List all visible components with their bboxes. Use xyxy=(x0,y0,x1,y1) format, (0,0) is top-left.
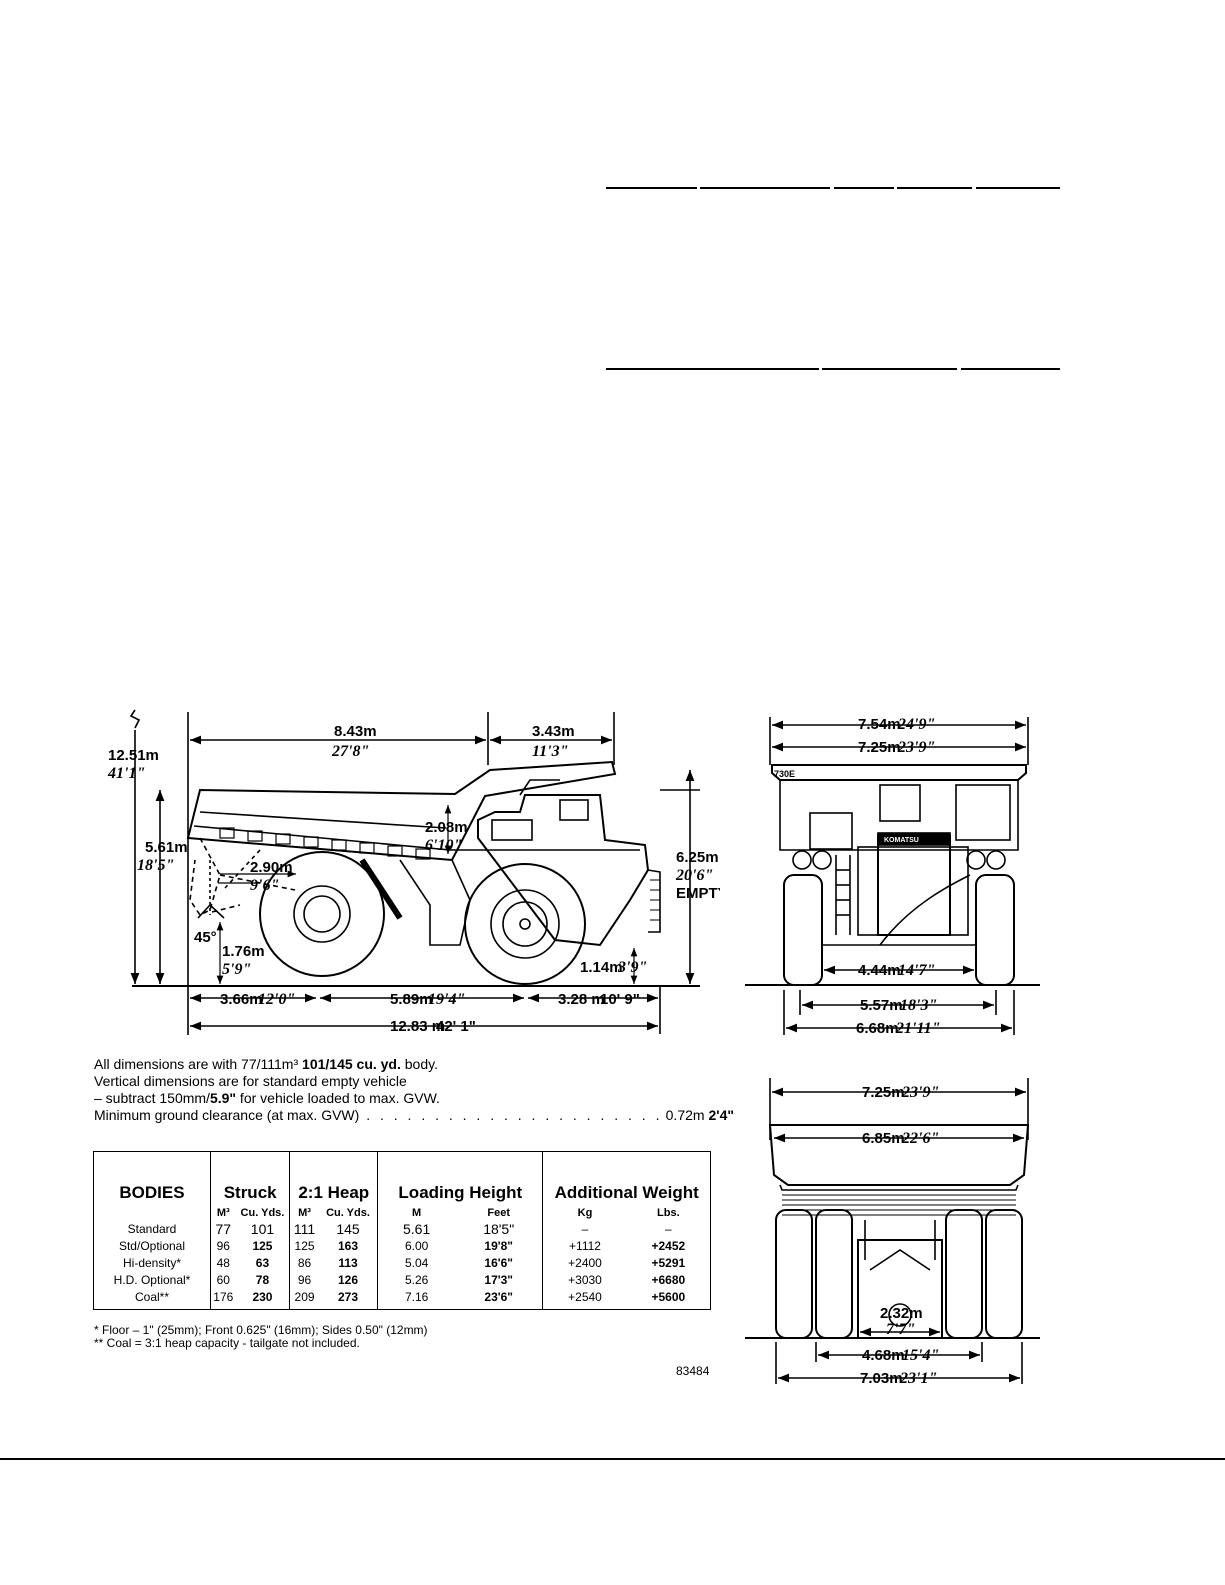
axle-label: 2.32m xyxy=(880,1305,923,1322)
tread-ft-label: 18'3" xyxy=(900,997,937,1014)
body-width-ft-label: 23'9" xyxy=(897,739,935,756)
front-overhang-ft-label: 10' 9" xyxy=(600,991,640,1008)
bodies-table: BODIES Struck 2:1 Heap Loading Height Ad… xyxy=(93,1151,711,1310)
dump-angle-label: 45° xyxy=(194,929,217,946)
note-line-2: Vertical dimensions are for standard emp… xyxy=(94,1073,407,1089)
table-rule xyxy=(897,187,972,189)
table-row: Std/Optional 96 125 125 163 6.00 19'8" +… xyxy=(93,1237,711,1254)
body-length-label: 8.43m xyxy=(334,723,377,740)
dump-clearance-ft-label: 9'6" xyxy=(250,877,279,894)
header-heap: 2:1 Heap xyxy=(289,1151,379,1206)
tire-width-label: 6.68m xyxy=(856,1020,899,1037)
unit-m: M xyxy=(377,1206,456,1220)
axle-ft-label: 7'7" xyxy=(886,1321,915,1338)
footnote-1: * Floor – 1" (25mm); Front 0.625" (16mm)… xyxy=(94,1323,428,1337)
tail-clearance-label: 1.76m xyxy=(222,943,265,960)
overall-length-ft-label: 42' 1" xyxy=(436,1018,476,1035)
tire-width-ft-label: 21'11" xyxy=(895,1020,940,1037)
overall-height-label: 12.51m xyxy=(108,747,159,764)
front-view-drawing: 730E KOMATSU 7.54m 24'9" 7.25m 23'9" 4.4… xyxy=(745,716,1040,1037)
unit-kg: Kg xyxy=(542,1206,627,1220)
wheelbase-label: 5.89m xyxy=(390,991,433,1008)
tread-inner-label: 4.44m xyxy=(858,962,901,979)
footnotes: * Floor – 1" (25mm); Front 0.625" (16mm)… xyxy=(94,1324,428,1350)
wheelbase-ft-label: 19'4" xyxy=(428,991,465,1008)
inner-width-label: 6.85m xyxy=(862,1130,905,1147)
drawing-number: 83484 xyxy=(676,1364,710,1378)
table-rule xyxy=(961,368,1060,370)
table-row: Hi-density* 48 63 86 113 5.04 16'6" +240… xyxy=(93,1254,711,1271)
rear-overhang-label: 3.66m xyxy=(220,991,263,1008)
loading-height-ft-label: 18'5" xyxy=(137,857,174,874)
rear-overhang-ft-label: 12'0" xyxy=(258,991,295,1008)
table-row: Coal** 176 230 209 273 7.16 23'6" +2540 … xyxy=(93,1288,711,1310)
rear-body-width-ft-label: 23'9" xyxy=(901,1084,939,1101)
header-struck: Struck xyxy=(209,1151,291,1206)
header-loading-height: Loading Height xyxy=(377,1151,544,1206)
model-badge: 730E xyxy=(774,769,795,779)
unit-spacer xyxy=(93,1206,211,1220)
header-bodies: BODIES xyxy=(93,1151,211,1206)
overall-height-ft-label: 41'1" xyxy=(107,765,145,782)
bottom-rule xyxy=(0,1458,1225,1460)
overall-width-label: 7.54m xyxy=(858,716,901,733)
table-rule xyxy=(822,368,957,370)
brand-badge: KOMATSU xyxy=(884,837,919,844)
table-row: Standard 77 101 111 145 5.61 18'5" – – xyxy=(93,1220,711,1237)
overall-width-ft-label: 24'9" xyxy=(897,716,935,733)
rear-tread-ft-label: 15'4" xyxy=(902,1347,939,1364)
body-length-ft-label: 27'8" xyxy=(331,743,369,760)
table-row: H.D. Optional* 60 78 96 126 5.26 17'3" +… xyxy=(93,1271,711,1288)
unit-lbs: Lbs. xyxy=(626,1206,711,1220)
rear-view-drawing: 7.25m 23'9" 6.85m 22'6" 2.32m 7'7" 4.68m… xyxy=(745,1078,1040,1387)
empty-height-label: 6.25m xyxy=(676,849,719,866)
unit-cuyd: Cu. Yds. xyxy=(318,1206,379,1220)
rear-tread-label: 4.68m xyxy=(862,1347,905,1364)
front-clearance-ft-label: 3'9" xyxy=(617,959,647,976)
overall-length-label: 12.83 m xyxy=(390,1018,445,1035)
dump-clearance-label: 2.90m xyxy=(250,859,293,876)
unit-m3: M³ xyxy=(289,1206,319,1220)
note-line-3: – subtract 150mm/5.9" for vehicle loaded… xyxy=(94,1090,440,1106)
inner-width-ft-label: 22'6" xyxy=(901,1130,939,1147)
dimension-notes: All dimensions are with 77/111m³ 101/145… xyxy=(94,1056,734,1124)
rear-width-label: 7.03m xyxy=(860,1370,903,1387)
table-rule xyxy=(700,187,830,189)
tread-label: 5.57m xyxy=(860,997,903,1014)
rear-width-ft-label: 23'1" xyxy=(899,1370,937,1387)
front-overhang-label: 3.28 m xyxy=(558,991,605,1008)
body-width-label: 7.25m xyxy=(858,739,901,756)
cab-height-label: 2.08m xyxy=(425,819,468,836)
note-line-4: Minimum ground clearance (at max. GVW) .… xyxy=(94,1107,734,1123)
table-rule xyxy=(606,368,819,370)
header-additional-weight: Additional Weight xyxy=(542,1151,711,1206)
unit-cuyd: Cu. Yds. xyxy=(235,1206,291,1220)
tail-clearance-ft-label: 5'9" xyxy=(222,961,251,978)
canopy-label: 3.43m xyxy=(532,723,575,740)
canopy-ft-label: 11'3" xyxy=(532,743,568,760)
unit-m3: M³ xyxy=(209,1206,236,1220)
front-clearance-label: 1.14m xyxy=(580,959,623,976)
table-rule xyxy=(976,187,1060,189)
table-rule xyxy=(834,187,894,189)
empty-height-ft-label: 20'6" xyxy=(675,867,713,884)
rear-body-width-label: 7.25m xyxy=(862,1084,905,1101)
cab-height-ft-label: 6'10" xyxy=(425,837,462,854)
note-line-1: All dimensions are with 77/111m³ 101/145… xyxy=(94,1056,438,1072)
unit-feet: Feet xyxy=(455,1206,544,1220)
loading-height-label: 5.61m xyxy=(145,839,188,856)
empty-label: EMPTY xyxy=(676,885,720,902)
footnote-2: ** Coal = 3:1 heap capacity - tailgate n… xyxy=(94,1336,360,1350)
side-view-drawing: 12.51m 41'1" 8.43m 27'8" 3.43m 11'3" 5.6… xyxy=(107,709,720,1035)
tread-inner-ft-label: 14'7" xyxy=(898,962,935,979)
table-rule xyxy=(606,187,697,189)
